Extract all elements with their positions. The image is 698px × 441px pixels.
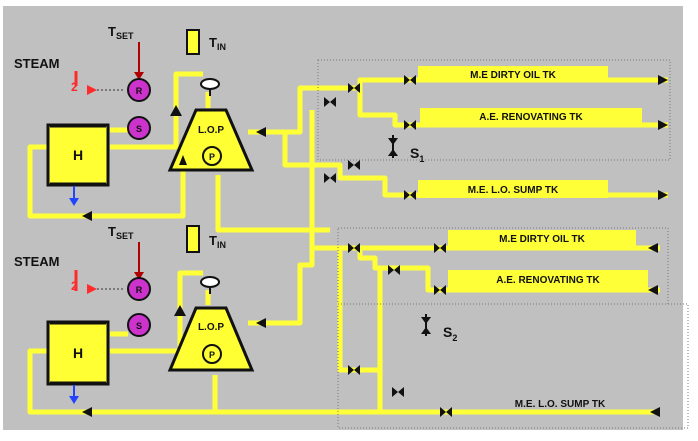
tank-label-top-0: M.E DIRTY OIL TK [470,70,557,81]
heater-outlet-arrow-top [69,198,79,206]
lower-pipes [27,230,660,415]
tank-label-bottom-2: M.E. L.O. SUMP TK [515,399,606,410]
controller-r-label-bottom: R [136,285,143,295]
pump-discharge-arrow-bottom [256,318,266,328]
heater-top [46,123,110,187]
tset-label-bottom: TSET [108,224,134,241]
steam-flow-number-top: 2 [71,80,78,94]
steam-label-bottom: STEAM [14,254,60,269]
tank-arrow-bottom-1 [648,285,658,295]
tank-label-box-bottom-0 [448,230,636,246]
switch-s1-label: S1 [410,145,424,164]
lop-pump-bottom [167,306,255,372]
heater-label-top: H [73,147,83,163]
controller-s-label-bottom: S [136,321,142,331]
lower-unit: STEAM 2 TSET R S H TIN L.O.P P [14,224,660,417]
controller-r-bottom [127,277,151,301]
tank-label-box-top-0 [418,66,608,82]
tank-label-bottom-0: M.E DIRTY OIL TK [499,234,586,245]
tank-label-top-1: A.E. RENOVATING TK [479,112,583,123]
steam-arrow-top [87,85,97,95]
tank-label-box-bottom-1 [448,270,648,288]
tank-label-box-top-2 [418,180,608,198]
top-branch-outline [317,59,671,161]
tin-sensor-bottom [186,225,200,253]
tin-label-bottom: TIN [209,233,226,250]
tank-arrow-bottom-0 [648,243,658,253]
tank-arrow-top-1 [658,120,668,130]
steam-arrow-bottom [87,284,97,294]
tank-label-box-top-1 [420,108,642,124]
switch-s2[interactable] [421,314,431,336]
lop-pump-label-top: L.O.P [198,125,224,136]
return-arrow-bottom [82,407,92,417]
controller-s-bottom [127,313,151,337]
tin-label-top: TIN [209,35,226,52]
tset-label-top: TSET [108,24,134,41]
steam-label-top: STEAM [14,56,60,71]
tank-arrow-top-0 [658,75,668,85]
supply-arrow-top [170,105,182,116]
lop-pump-top [167,108,255,172]
controller-s-label-top: S [136,124,142,134]
pump-motor-bottom [202,344,222,364]
pump-motor-label-top: P [209,152,215,162]
controller-r-top [127,78,151,102]
heater-outlet-arrow-bottom [69,396,79,404]
tank-lines: M.E DIRTY OIL TK A.E. RENOVATING TK M.E.… [317,59,689,429]
tank-arrow-bottom-2 [650,407,660,417]
controller-r-label-top: R [136,86,143,96]
bottom-sump-outline [337,303,689,429]
supply-arrow-bottom [174,305,186,316]
pump-suction-arrow-top [179,155,187,165]
pressure-gauge-top [200,78,220,96]
lop-pump-label-bottom: L.O.P [198,322,224,333]
tank-arrow-top-2 [658,190,668,200]
tank-label-top-2: M.E. L.O. SUMP TK [468,185,559,196]
steam-flow-number-bottom: 2 [71,279,78,293]
pressure-gauge-bottom [200,276,220,294]
pump-discharge-arrow-top [256,127,266,137]
tset-arrow-top [134,72,144,80]
switch-s1[interactable] [388,135,398,158]
tank-label-bottom-1: A.E. RENOVATING TK [496,275,600,286]
heater-bottom [46,320,110,386]
heater-label-bottom: H [73,345,83,361]
controller-s-top [127,116,151,140]
pump-motor-top [202,146,222,166]
switch-s2-label: S2 [443,324,457,343]
return-arrow-top [82,211,92,221]
pump-motor-label-bottom: P [209,350,215,360]
tset-arrow-bottom [134,272,144,280]
tin-sensor-top [186,29,200,55]
